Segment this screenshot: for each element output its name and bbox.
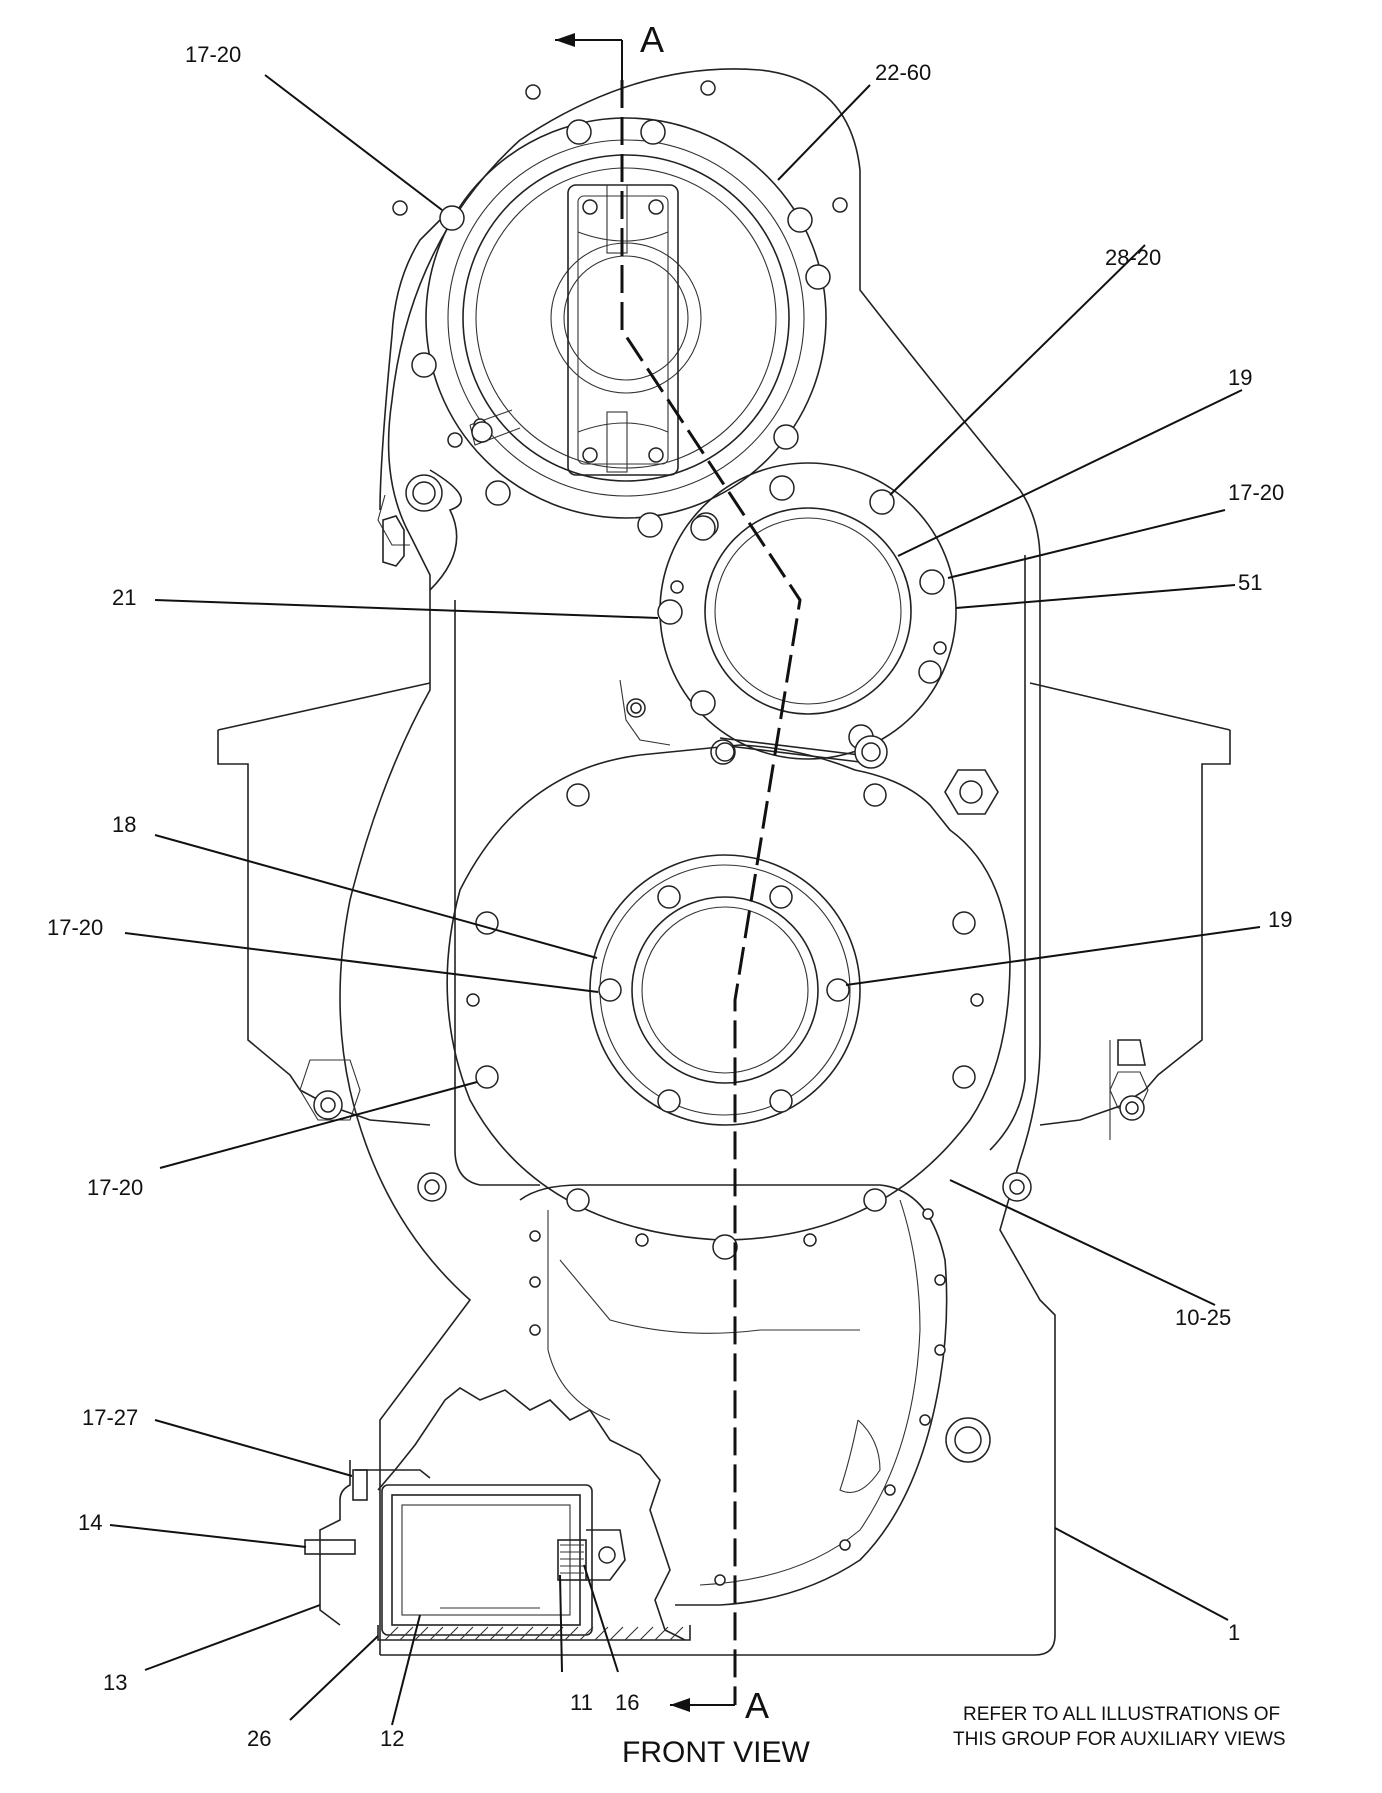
callout-17-20-top: 17-20: [185, 42, 241, 67]
view-title: FRONT VIEW: [622, 1736, 810, 1769]
callout-11: 11: [570, 1690, 593, 1715]
callout-22-60: 22-60: [875, 60, 931, 85]
callout-28-20: 28-20: [1105, 245, 1161, 270]
note-line-1: REFER TO ALL ILLUSTRATIONS OF: [963, 1704, 1280, 1725]
callout-19-lower: 19: [1268, 907, 1292, 932]
note-line-2: THIS GROUP FOR AUXILIARY VIEWS: [953, 1729, 1286, 1750]
section-mark-top: A: [640, 19, 664, 60]
callout-17-20-left: 17-20: [47, 915, 103, 940]
section-line-a: A A: [555, 19, 802, 1726]
callout-17-27: 17-27: [82, 1405, 138, 1430]
callout-17-20-bottom: 17-20: [87, 1175, 143, 1200]
callout-26: 26: [247, 1726, 271, 1751]
callout-14: 14: [78, 1510, 102, 1535]
top-cover-assembly: [382, 80, 848, 567]
callout-labels: 17-20 22-60 28-20 19 17-20 51 21 18 17-2…: [47, 42, 1292, 1751]
callout-18: 18: [112, 812, 136, 837]
callout-10-25: 10-25: [1175, 1305, 1231, 1330]
callout-21: 21: [112, 585, 136, 610]
section-mark-bottom: A: [745, 1685, 769, 1726]
breakout-section: [304, 1387, 691, 1641]
leader-lines: [109, 74, 1261, 1726]
middle-cover-assembly: [619, 462, 957, 769]
callout-17-20-right: 17-20: [1228, 480, 1284, 505]
callout-19-upper: 19: [1228, 365, 1252, 390]
callout-13: 13: [103, 1670, 127, 1695]
callout-1: 1: [1228, 1620, 1240, 1645]
large-cover-assembly: [446, 742, 1146, 1260]
housing-outline: [217, 68, 1231, 1656]
housing-holes: [313, 1090, 1145, 1586]
callout-51: 51: [1238, 570, 1262, 595]
callout-12: 12: [380, 1726, 404, 1751]
callout-16: 16: [615, 1690, 639, 1715]
